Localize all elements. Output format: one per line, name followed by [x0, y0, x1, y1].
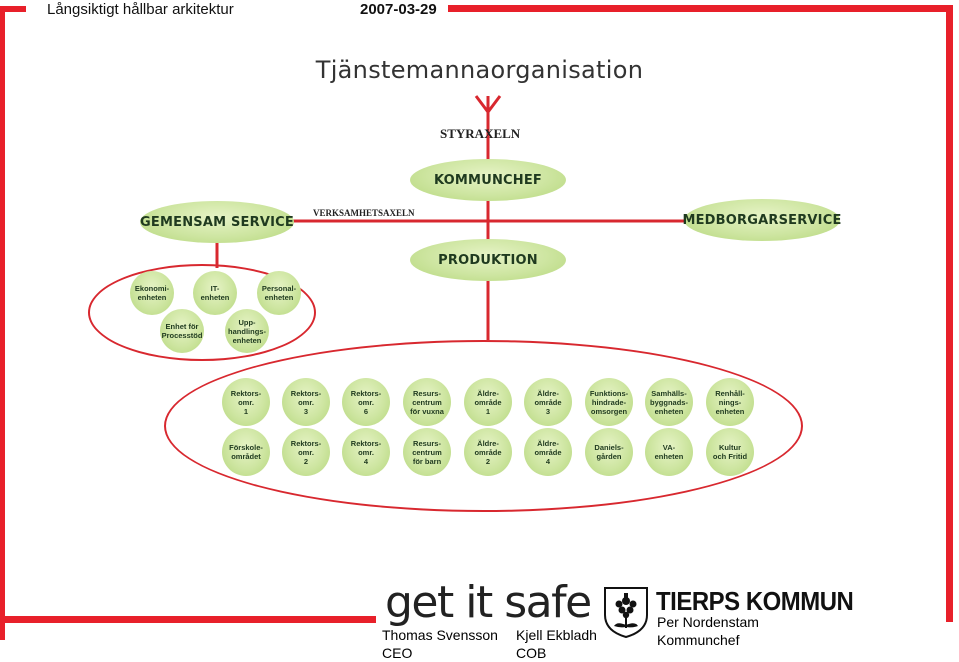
person-kjell-ekbladh-name: Kjell Ekbladh — [516, 627, 597, 643]
unit-rektorsomr-6: Rektors- omr. 6 — [342, 378, 390, 426]
unit-rektorsomr-3: Rektors- omr. 3 — [282, 378, 330, 426]
frame-bar-bottom — [0, 616, 376, 623]
steering-axis-arrow — [474, 95, 502, 115]
tierps-kommun-logo: TIERPS KOMMUN — [656, 586, 854, 616]
person-thomas-svensson-name: Thomas Svensson — [382, 627, 498, 643]
unit-funktionshindradeomsorgen: Funktions- hindrade- omsorgen — [585, 378, 633, 426]
unit-ekonomienheten: Ekonomi- enheten — [130, 271, 174, 315]
person-per-nordenstam-name: Per Nordenstam — [657, 614, 759, 630]
unit-resurscentrum-vuxna: Resurs- centrum för vuxna — [403, 378, 451, 426]
unit-rektorsomr-2: Rektors- omr. 2 — [282, 428, 330, 476]
person-thomas-svensson-role: CEO — [382, 645, 413, 661]
steering-axis-label: STYRAXELN — [440, 126, 521, 141]
unit-danielsgarden: Daniels- gården — [585, 428, 633, 476]
header-title: Långsiktigt hållbar arkitektur — [47, 1, 234, 18]
unit-kultur-och-fritid: Kultur och Fritid — [706, 428, 754, 476]
unit-aldreomrade-2: Äldre- område 2 — [464, 428, 512, 476]
unit-va-enheten: VA- enheten — [645, 428, 693, 476]
unit-personalenheten: Personal- enheten — [257, 271, 301, 315]
unit-aldreomrade-1: Äldre- område 1 — [464, 378, 512, 426]
unit-rektorsomr-1: Rektors- omr. 1 — [222, 378, 270, 426]
unit-samhallsbyggnadsenheten: Samhälls- byggnads- enheten — [645, 378, 693, 426]
unit-it-enheten: IT- enheten — [193, 271, 237, 315]
diagram-title: Tjänstemannaorganisation — [315, 56, 644, 84]
frame-bar-top-right — [448, 5, 953, 12]
person-kjell-ekbladh-role: COB — [516, 645, 547, 661]
node-produktion: PRODUKTION — [410, 239, 566, 281]
node-gemensam-service: GEMENSAM SERVICE — [140, 201, 294, 243]
frame-bar-top-left — [0, 6, 26, 12]
operations-axis-label: VERKSAMHETSAXELN — [313, 208, 415, 218]
unit-resurscentrum-barn: Resurs- centrum för barn — [403, 428, 451, 476]
production-units-ring — [164, 340, 803, 512]
header-date: 2007-03-29 — [360, 1, 437, 18]
service-units-ring — [88, 264, 316, 361]
unit-enhet-for-processtod: Enhet för Processtöd — [160, 309, 204, 353]
unit-forskoleomradet: Förskole- området — [222, 428, 270, 476]
node-kommunchef: KOMMUNCHEF — [410, 159, 566, 201]
unit-renhallningsenheten: Renhåll- nings- enheten — [706, 378, 754, 426]
unit-rektorsomr-4: Rektors- omr. 4 — [342, 428, 390, 476]
unit-aldreomrade-3: Äldre- område 3 — [524, 378, 572, 426]
person-per-nordenstam-role: Kommunchef — [657, 632, 740, 648]
tierp-crest-icon — [604, 587, 648, 639]
node-medborgarservice: MEDBORGARSERVICE — [682, 199, 841, 241]
frame-bar-right — [946, 5, 953, 622]
unit-aldreomrade-4: Äldre- område 4 — [524, 428, 572, 476]
unit-upphandlingsenheten: Upp- handlings- enheten — [225, 309, 269, 353]
frame-bar-left — [0, 12, 5, 640]
getitsafe-logo: get it safe — [385, 577, 592, 628]
